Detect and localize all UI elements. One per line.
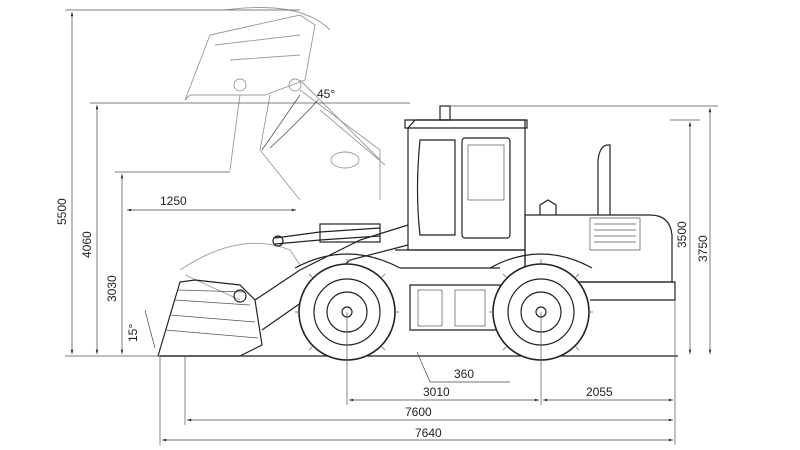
raised-bucket-ghost [179, 7, 386, 301]
label-5500: 5500 [55, 198, 69, 225]
label-3750: 3750 [696, 235, 710, 262]
engine-hood [524, 214, 673, 283]
exhaust-pipe [597, 144, 611, 215]
label-360: 360 [454, 367, 474, 381]
bucket [157, 279, 263, 357]
label-3010: 3010 [423, 385, 450, 399]
label-7600: 7600 [405, 405, 432, 419]
label-2055: 2055 [586, 385, 613, 399]
label-45deg: 45° [317, 87, 335, 101]
label-4060: 4060 [80, 231, 94, 258]
label-15deg: 15° [126, 324, 140, 342]
label-7640: 7640 [415, 426, 442, 440]
fenders [294, 253, 593, 269]
label-1250: 1250 [160, 194, 187, 208]
label-3030: 3030 [105, 275, 119, 302]
label-3500: 3500 [675, 221, 689, 248]
loader-body [157, 105, 676, 361]
dimension-lines [65, 9, 718, 445]
